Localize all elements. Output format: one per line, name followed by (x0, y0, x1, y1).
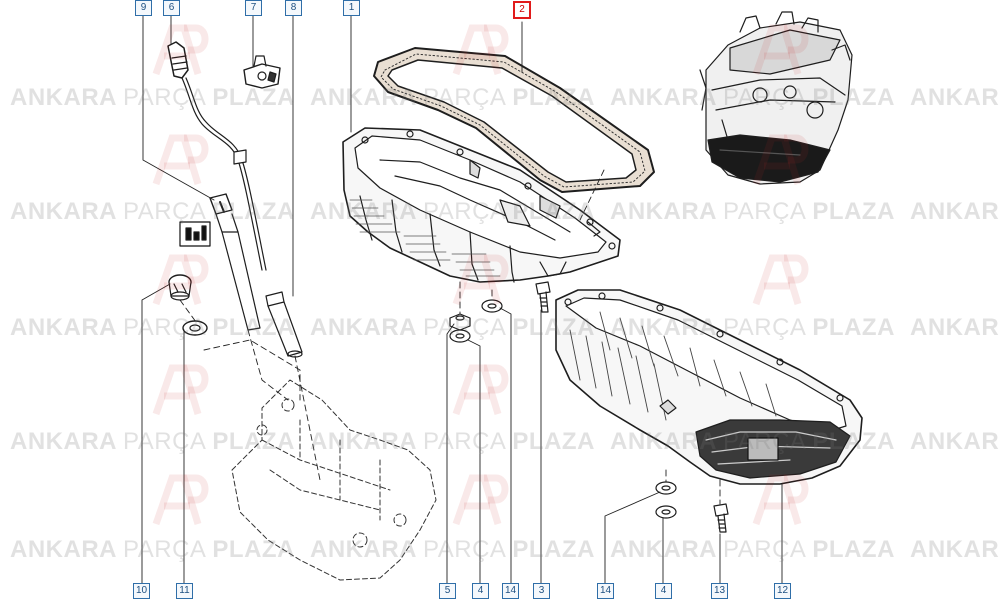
engine-thumbnail-icon (699, 11, 853, 185)
guide-tube-icon (265, 291, 303, 358)
watermark-text: ANKAR (910, 536, 1000, 563)
callout-8[interactable]: 8 (285, 0, 302, 16)
bolt-icon-13 (713, 503, 729, 533)
callout-13[interactable]: 13 (711, 583, 728, 599)
washer-icon-14a (481, 299, 503, 313)
dipstick-tube-icon (209, 193, 261, 331)
watermark-text: ANKAR (910, 198, 1000, 225)
manual-symbol-icon (179, 221, 211, 247)
dipstick-icon (167, 41, 267, 271)
callout-14[interactable]: 14 (502, 583, 519, 599)
callout-11[interactable]: 11 (176, 583, 193, 599)
bolt-icon-3 (535, 281, 551, 313)
drain-plug-icon (168, 274, 192, 301)
callout-5[interactable]: 5 (439, 583, 456, 599)
watermark-text: ANKAR (910, 84, 1000, 111)
callout-1[interactable]: 1 (343, 0, 360, 16)
callout-3[interactable]: 3 (533, 583, 550, 599)
callout-10[interactable]: 10 (133, 583, 150, 599)
washer-icon-4 (449, 329, 471, 343)
engine-block-fragment-icon (231, 379, 437, 581)
upper-oil-pan-icon (342, 127, 621, 283)
watermark-text: ANKAR (910, 314, 1000, 341)
callout-4[interactable]: 4 (472, 583, 489, 599)
washer-icon-4b (655, 505, 677, 519)
leader-lines (141, 12, 783, 584)
oil-pan-gasket-icon (373, 47, 655, 193)
callout-6[interactable]: 6 (163, 0, 180, 16)
watermark-text: ANKAR (910, 428, 1000, 455)
oil-pan-icon (555, 289, 863, 485)
callout-7[interactable]: 7 (245, 0, 262, 16)
callout-14-right[interactable]: 14 (597, 583, 614, 599)
callout-4-right[interactable]: 4 (655, 583, 672, 599)
callout-9[interactable]: 9 (135, 0, 152, 16)
callout-2[interactable]: 2 (513, 1, 531, 19)
clip-icon (243, 55, 281, 89)
callout-12[interactable]: 12 (774, 583, 791, 599)
